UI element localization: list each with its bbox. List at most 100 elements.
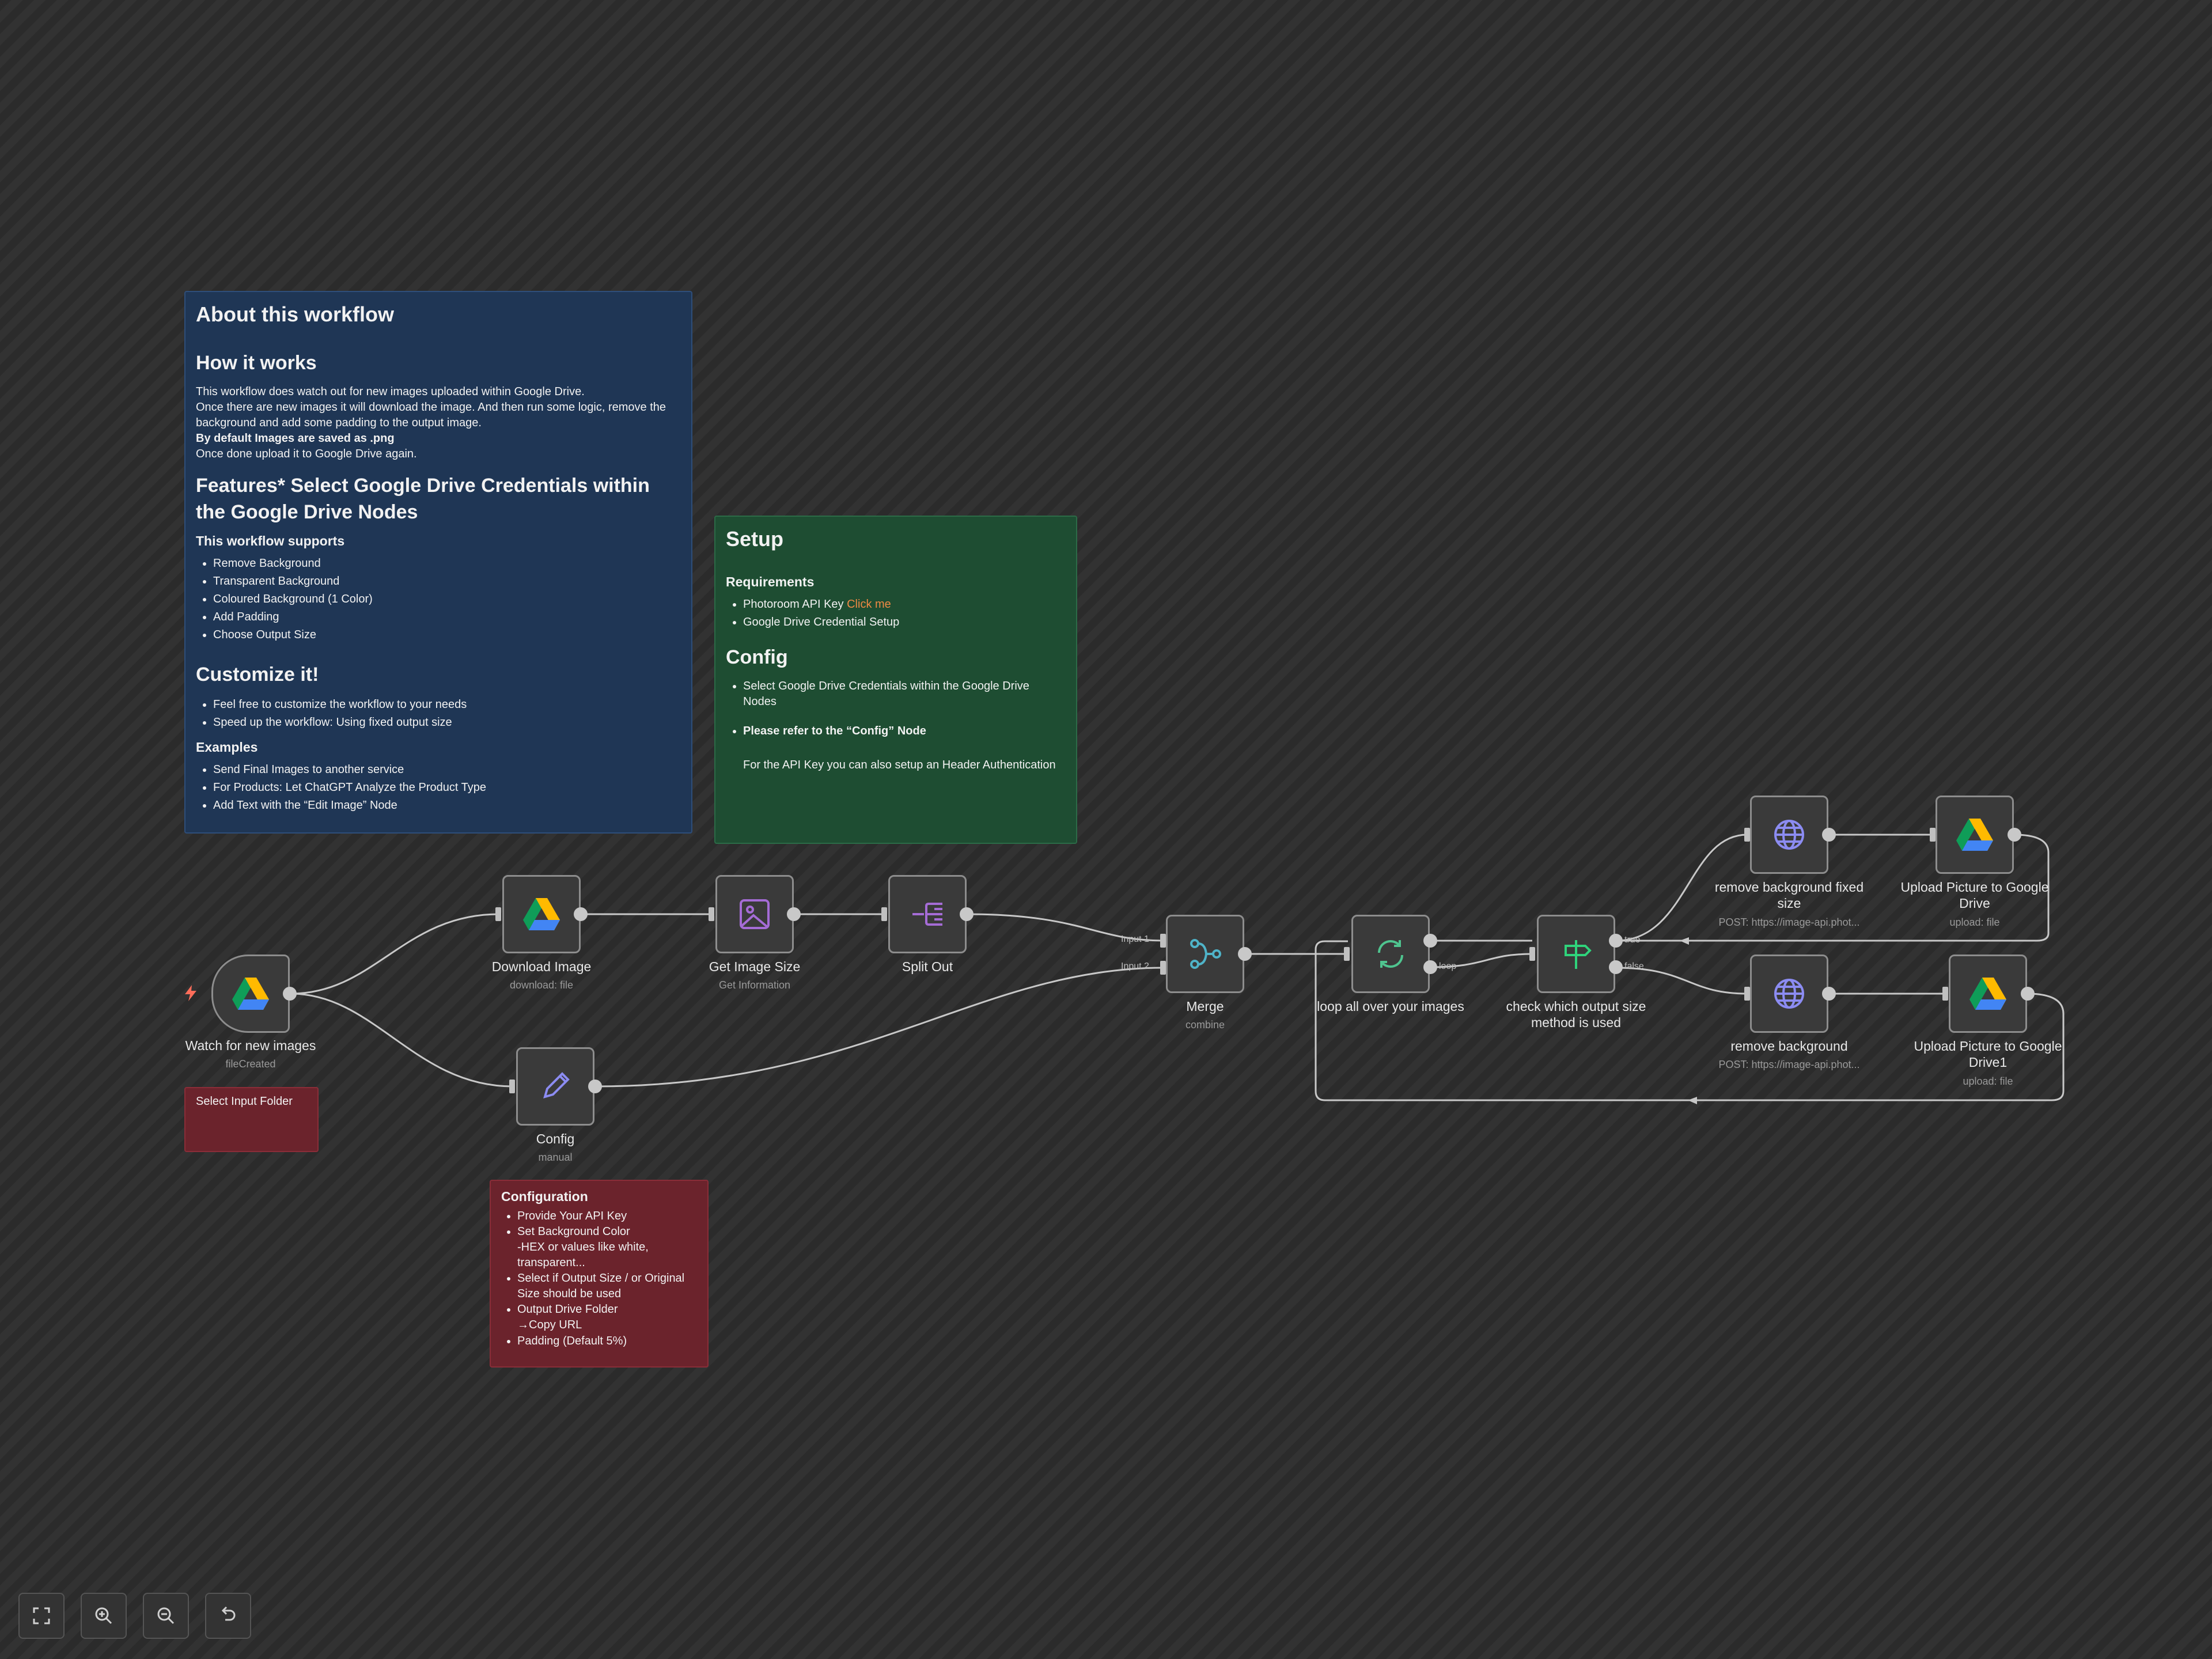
- upload-drive-node[interactable]: [1936, 796, 2014, 874]
- input-port[interactable]: [1942, 987, 1948, 1001]
- node-subtitle: fileCreated: [225, 1058, 276, 1070]
- output-port[interactable]: [960, 907, 974, 921]
- input-port[interactable]: [1529, 947, 1535, 961]
- examples-heading: Examples: [196, 740, 258, 755]
- list-item: Select if Output Size / or Original Size…: [517, 1271, 697, 1302]
- output-port[interactable]: [1822, 987, 1836, 1001]
- edge-upload2-loopback: [1315, 940, 2065, 1101]
- google-drive-icon: [1956, 819, 1993, 851]
- examples-list: Send Final Images to another service For…: [196, 761, 681, 815]
- merge-node[interactable]: [1166, 915, 1244, 993]
- google-drive-icon: [523, 898, 560, 930]
- output-port[interactable]: [283, 987, 297, 1001]
- output-port[interactable]: [2008, 828, 2021, 842]
- api-key-link[interactable]: Click me: [847, 598, 891, 611]
- reset-zoom-icon: [221, 1606, 236, 1621]
- node-label: Get Image Size: [709, 959, 801, 974]
- node-subtitle: manual: [538, 1152, 573, 1163]
- edge-upload1-loopback: [1622, 834, 2050, 942]
- input-port[interactable]: [495, 907, 501, 921]
- input-port[interactable]: [1344, 947, 1350, 961]
- download-node[interactable]: [502, 875, 581, 953]
- about-note[interactable]: About this workflow How it works This wo…: [184, 291, 692, 834]
- loop-output-port[interactable]: [1423, 960, 1437, 974]
- input-port[interactable]: [1160, 961, 1166, 975]
- split-out-node[interactable]: [888, 875, 967, 953]
- list-item: Padding (Default 5%): [517, 1333, 697, 1349]
- req-text: Photoroom API Key: [743, 598, 847, 611]
- how-line-2: Once there are new images it will downlo…: [196, 401, 666, 429]
- globe-icon: [1774, 979, 1804, 1009]
- output-port[interactable]: [2021, 987, 2035, 1001]
- reset-zoom-button[interactable]: [205, 1593, 251, 1639]
- node-label: Download Image: [491, 959, 592, 974]
- get-image-size-node[interactable]: [715, 875, 794, 953]
- config-node[interactable]: [516, 1047, 594, 1126]
- select-folder-text: Select Input Folder: [196, 1095, 293, 1108]
- node-subtitle: upload: file: [1963, 1075, 2013, 1087]
- list-item: Send Final Images to another service: [213, 761, 681, 779]
- input-port[interactable]: [881, 907, 887, 921]
- split-out-icon: [912, 903, 942, 926]
- list-item: Photoroom API Key Click me: [743, 596, 1066, 613]
- false-output-port[interactable]: [1609, 960, 1623, 974]
- input-port[interactable]: [709, 907, 714, 921]
- output-port[interactable]: [1822, 828, 1836, 842]
- input-port[interactable]: [1930, 828, 1936, 842]
- true-handle-label: true: [1624, 935, 1641, 945]
- node-label: loop all over your images: [1317, 999, 1464, 1014]
- input-1-label: Input 1: [1121, 934, 1149, 944]
- loop-node[interactable]: [1351, 915, 1430, 993]
- list-item: Output Drive Folder→Copy URL: [517, 1302, 697, 1333]
- output-port[interactable]: [588, 1080, 602, 1093]
- customize-list: Feel free to customize the workflow to y…: [196, 696, 681, 732]
- lightning-icon: [185, 985, 196, 1001]
- edge-loop-check: [1430, 953, 1533, 968]
- node-label: Upload Picture to Google Drive: [1900, 880, 2049, 911]
- input-port[interactable]: [509, 1080, 515, 1093]
- done-output-port[interactable]: [1423, 934, 1437, 948]
- input-port[interactable]: [1744, 828, 1750, 842]
- node-subtitle: Get Information: [718, 979, 791, 991]
- edge-watch-download: [290, 913, 499, 995]
- node-label: check which output size method is used: [1506, 999, 1646, 1030]
- select-folder-note[interactable]: Select Input Folder: [184, 1087, 319, 1152]
- requirements-list: Photoroom API Key Click me Google Drive …: [726, 596, 1066, 631]
- how-line-3: By default Images are saved as .png: [196, 432, 395, 445]
- output-port[interactable]: [1238, 947, 1252, 961]
- list-item: Provide Your API Key: [517, 1208, 697, 1224]
- watch-node[interactable]: [211, 955, 290, 1033]
- setup-note[interactable]: Setup Requirements Photoroom API Key Cli…: [714, 516, 1077, 844]
- true-output-port[interactable]: [1609, 934, 1623, 948]
- input-port[interactable]: [1160, 934, 1166, 948]
- zoom-in-icon: [95, 1607, 112, 1624]
- list-item: Set Background Color-HEX or values like …: [517, 1224, 697, 1271]
- input-port[interactable]: [1744, 987, 1750, 1001]
- zoom-out-button[interactable]: [143, 1593, 189, 1639]
- zoom-in-button[interactable]: [81, 1593, 127, 1639]
- setup-title: Setup: [726, 527, 784, 551]
- edge-watch-config: [290, 993, 513, 1088]
- edge-split-merge: [966, 913, 1164, 942]
- customize-heading: Customize it!: [196, 664, 319, 685]
- remove-background-node[interactable]: [1750, 955, 1828, 1033]
- check-node[interactable]: [1537, 915, 1615, 993]
- upload-drive1-node[interactable]: [1949, 955, 2027, 1033]
- remove-background-fixed-node[interactable]: [1750, 796, 1828, 874]
- config-list: Select Google Drive Credentials within t…: [726, 679, 1066, 773]
- fit-view-button[interactable]: [18, 1593, 65, 1639]
- configuration-note[interactable]: Configuration Provide Your API Key Set B…: [490, 1180, 709, 1368]
- fit-view-icon: [33, 1607, 50, 1624]
- signpost-icon: [1565, 940, 1592, 969]
- node-label: Split Out: [902, 959, 953, 974]
- output-port[interactable]: [787, 907, 801, 921]
- node-label: Watch for new images: [185, 1038, 316, 1053]
- configuration-list: Provide Your API Key Set Background Colo…: [501, 1208, 697, 1349]
- list-item: Add Padding: [213, 608, 681, 626]
- output-port[interactable]: [574, 907, 588, 921]
- edge-check-remove: [1615, 967, 1748, 995]
- loop-icon: [1378, 940, 1403, 968]
- item-text: Output Drive Folder: [517, 1303, 618, 1316]
- zoom-out-icon: [157, 1607, 175, 1624]
